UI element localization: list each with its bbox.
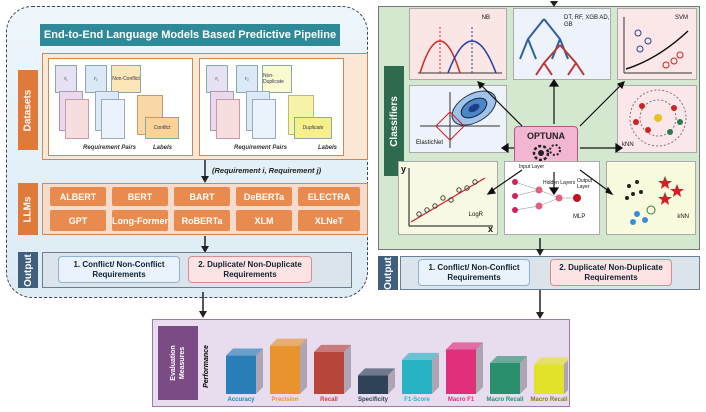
elasticnet-contour-icon xyxy=(420,90,500,148)
performance-axis-label: Performance xyxy=(202,344,210,388)
metric-bar-precision xyxy=(270,338,307,394)
knn-top-label: kNN xyxy=(622,142,634,148)
requirement-card: r₂ xyxy=(236,65,258,93)
down-arrow-icon xyxy=(536,290,544,319)
llm-longformer: Long-Former xyxy=(112,210,168,231)
output-side-label: Output xyxy=(18,252,38,288)
metric-label: Recall xyxy=(320,397,338,403)
evaluation-side-label: Evaluation Measures xyxy=(158,326,198,400)
neural-network-icon xyxy=(512,179,581,213)
requirement-stack xyxy=(252,99,276,139)
knn-clusters-tile: kNN xyxy=(606,161,696,235)
labels-caption: Labels xyxy=(153,145,173,151)
logr-tile: y x LogR xyxy=(398,161,498,235)
elasticnet-label: ElasticNet xyxy=(416,140,444,146)
svm-tile: SVM xyxy=(617,8,697,80)
metric-bar-specificity xyxy=(358,368,395,394)
llm-electra: ELECTRA xyxy=(298,187,360,206)
metric-bar-macro-f1 xyxy=(446,342,483,394)
metric-label: Accuracy xyxy=(227,397,255,403)
llm-xlm: XLM xyxy=(236,210,292,231)
requirement-card: r₁ xyxy=(206,65,228,93)
metric-bar-f1-score xyxy=(402,352,439,394)
down-arrow-icon xyxy=(536,238,544,256)
mlp-label: MLP xyxy=(573,214,586,220)
optuna-label: OPTUNA xyxy=(527,131,565,141)
decision-tree-icon xyxy=(519,18,585,76)
metric-bar-macro-recall xyxy=(490,356,527,394)
classifiers-side-label: Classifiers xyxy=(384,66,404,176)
logistic-regression-icon xyxy=(408,168,493,227)
pairs-caption: Requirement Pairs xyxy=(83,145,137,151)
duplicate-dataset: r₁ r₂ Non-Duplicate Duplicate Requiremen… xyxy=(199,58,344,156)
llm-xlnet: XLNeT xyxy=(298,210,360,231)
duplicate-label-card: Duplicate xyxy=(294,117,332,139)
llm-bert: BERT xyxy=(112,187,168,206)
logr-label: LogR xyxy=(468,212,483,218)
pipeline-title: End-to-End Language Models Based Predict… xyxy=(40,24,340,46)
metric-bar-accuracy xyxy=(226,348,263,394)
mlp-input-label: Input Layer xyxy=(519,164,545,170)
metric-bar-macro-recall xyxy=(534,357,568,394)
metric-label: Specificity xyxy=(357,397,388,403)
knn-tile: kNN xyxy=(617,85,697,153)
nb-chart-icon xyxy=(418,27,502,74)
knn-clusters-icon xyxy=(625,176,684,225)
knn-bottom-label: kNN xyxy=(677,214,689,220)
llms-side-label: LLMs xyxy=(18,183,38,235)
requirement-stack xyxy=(101,99,125,139)
tree-models-label: DT, RF, XGB AD, GB xyxy=(564,15,610,28)
llm-deberta: DeBERTa xyxy=(236,187,292,206)
requirement-stack xyxy=(65,99,89,139)
metric-label: Macro Recall xyxy=(486,397,524,403)
metric-label: Precision xyxy=(271,397,299,403)
knn-radius-icon xyxy=(629,89,687,147)
down-arrow-icon xyxy=(201,236,209,253)
pairs-caption: Requirement Pairs xyxy=(234,145,288,151)
requirement-card: r₂ xyxy=(85,65,107,93)
classifier-conflict-output-box: 1. Conflict/ Non-Conflict Requirements xyxy=(418,259,530,286)
llm-roberta: RoBERTa xyxy=(174,210,230,231)
nb-label: NB xyxy=(481,15,490,21)
classifier-output-side-label: Output xyxy=(378,256,398,290)
y-axis-glyph: y xyxy=(401,164,407,174)
metric-bar-recall xyxy=(314,344,351,394)
conflict-label-card: Conflict xyxy=(145,117,179,139)
svm-label: SVM xyxy=(674,15,688,21)
svm-chart-icon xyxy=(623,17,692,74)
llm-gpt: GPT xyxy=(50,210,106,231)
requirement-card: r₁ xyxy=(55,65,77,93)
duplicate-output-box: 2. Duplicate/ Non-Duplicate Requirements xyxy=(188,256,312,283)
mlp-tile: Input Layer Hidden Layers Output Layer M… xyxy=(504,161,600,235)
gear-icon xyxy=(532,144,561,162)
down-arrow-icon xyxy=(550,1,558,7)
label-card: Non-Conflict xyxy=(111,65,141,93)
metric-bars xyxy=(226,338,568,394)
metrics-chart: Accuracy Precision Recall Specificity F1-Sco… xyxy=(218,326,568,406)
mlp-output-label: Output Layer xyxy=(577,178,593,190)
metric-label: Macro F1 xyxy=(447,397,475,403)
label-card: Non-Duplicate xyxy=(262,65,292,93)
labels-caption: Labels xyxy=(318,145,338,151)
down-arrow-icon xyxy=(201,160,209,183)
conflict-output-box: 1. Conflict/ Non-Conflict Requirements xyxy=(58,256,180,283)
conflict-dataset: r₁ r₂ Non-Conflict Conflict Requirement … xyxy=(48,58,193,156)
x-axis-glyph: x xyxy=(487,224,493,234)
requirement-stack xyxy=(216,99,240,139)
elasticnet-tile: ElasticNet xyxy=(409,85,507,153)
classifier-duplicate-output-box: 2. Duplicate/ Non-Duplicate Requirements xyxy=(550,259,672,286)
nb-tile: NB xyxy=(409,8,507,80)
tree-models-tile: DT, RF, XGB AD, GB xyxy=(513,8,611,80)
llm-bart: BART xyxy=(174,187,230,206)
metric-label: F1-Score xyxy=(404,397,430,403)
optuna-connector-arrows xyxy=(477,78,625,196)
metric-label: Macro Recall xyxy=(530,397,568,403)
datasets-side-label: Datasets xyxy=(18,70,38,150)
mlp-hidden-label: Hidden Layers xyxy=(543,180,576,186)
pair-notation: (Requirement i, Requirement j) xyxy=(212,166,322,175)
llm-albert: ALBERT xyxy=(50,187,106,206)
down-arrow-icon xyxy=(199,292,207,318)
